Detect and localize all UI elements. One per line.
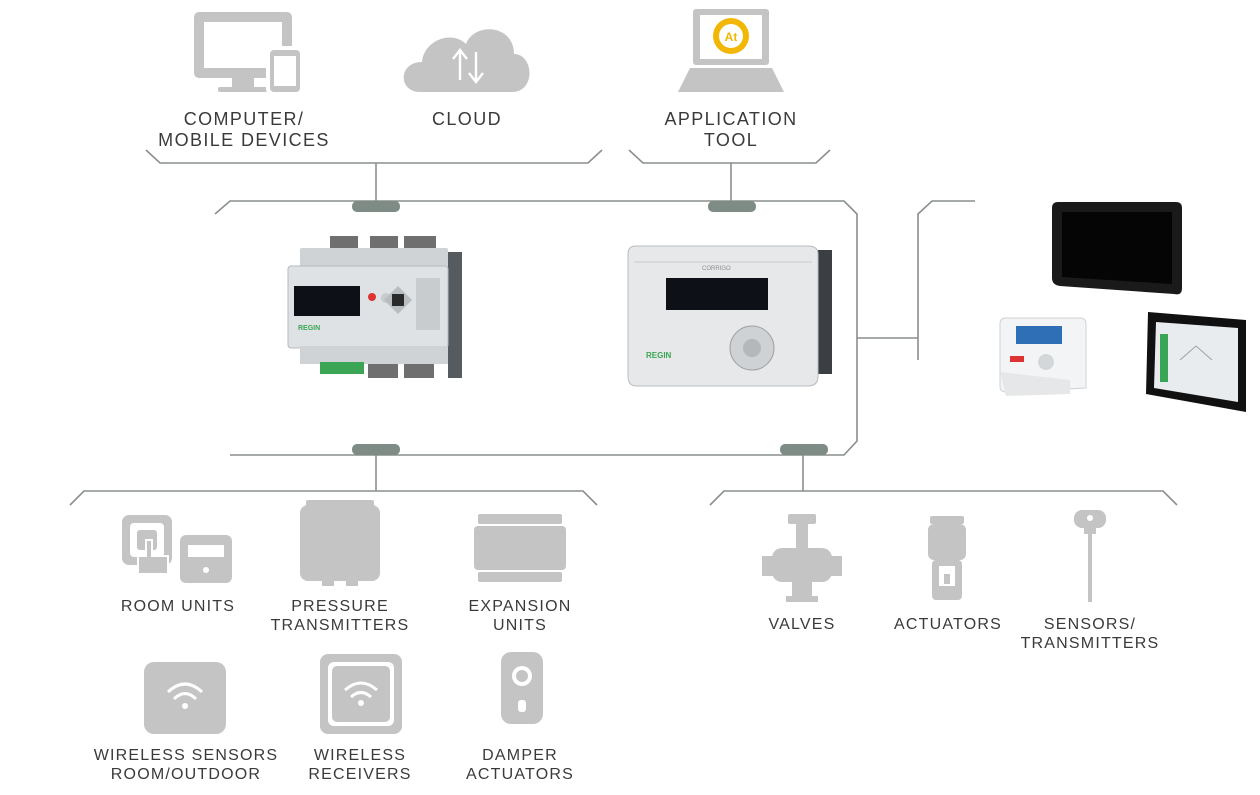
display-bracket <box>917 200 975 360</box>
bracket-top-right <box>628 149 831 164</box>
black-touch-panel-icon <box>1052 202 1182 295</box>
corrigo-model-text: CORRIGO <box>702 266 731 272</box>
pressure-transmitters-label-line-2: TRANSMITTERS <box>271 617 410 634</box>
sensor-probe-icon <box>1074 510 1106 602</box>
expansion-unit-icon <box>474 514 566 582</box>
corrigo-controller-icon: CORRIGO REGIN <box>627 245 832 387</box>
wireless-sensor-icon <box>144 662 226 734</box>
damper-actuators-label-line-1: DAMPER <box>482 747 558 764</box>
actuators-label: ACTUATORS <box>894 616 1002 633</box>
room-units-icon <box>122 515 232 583</box>
connector-tab-bottom-right <box>780 444 828 455</box>
connector-tab-bottom-left <box>352 444 400 455</box>
black-framed-touch-display-icon <box>1146 312 1246 412</box>
damper-actuators-label-line-2: ACTUATORS <box>466 766 574 783</box>
connector-tabs <box>352 201 828 455</box>
computer-label-line-1: COMPUTER/ <box>184 109 305 129</box>
expansion-units-label-line-1: EXPANSION <box>469 598 572 615</box>
application-tool-logo-text: At <box>725 30 738 44</box>
connector-tab-top-left <box>352 201 400 212</box>
actuator-icon <box>928 516 966 600</box>
wireless-sensors-label-line-1: WIRELESS SENSORS <box>94 747 279 764</box>
pressure-transmitters-label-line-1: PRESSURE <box>291 598 389 615</box>
damper-actuator-icon <box>501 652 543 724</box>
room-units-label: ROOM UNITS <box>121 598 235 615</box>
din-controller-brand: REGIN <box>298 325 320 332</box>
din-rail-controller-icon: REGIN <box>287 236 462 378</box>
wireless-receivers-label-line-2: RECEIVERS <box>308 766 411 783</box>
bracket-bottom-left <box>69 490 598 506</box>
sensors-transmitters-label-line-1: SENSORS/ <box>1044 616 1136 633</box>
sensors-transmitters-label-line-2: TRANSMITTERS <box>1021 635 1160 652</box>
bracket-top-left <box>145 149 603 164</box>
valves-label: VALVES <box>768 616 835 633</box>
white-room-display-icon <box>999 317 1087 396</box>
computer-label-line-2: MOBILE DEVICES <box>158 130 330 150</box>
pressure-transmitter-icon <box>300 500 380 586</box>
application-tool-label-line-2: TOOL <box>704 130 758 150</box>
upper-bus <box>214 200 858 456</box>
valve-icon <box>762 514 842 602</box>
corrigo-brand: REGIN <box>646 351 672 360</box>
cloud-upload-download-icon <box>403 29 530 93</box>
application-tool-label-line-1: APPLICATION <box>664 109 797 129</box>
laptop-application-tool-icon: At <box>678 9 784 92</box>
wireless-sensors-label-line-2: ROOM/OUTDOOR <box>111 766 261 783</box>
wireless-receiver-icon <box>320 654 402 734</box>
expansion-units-label-line-2: UNITS <box>493 617 547 634</box>
bracket-bottom-right <box>709 490 1178 506</box>
wireless-receivers-label-line-1: WIRELESS <box>314 747 406 764</box>
cloud-label: CLOUD <box>432 109 502 129</box>
monitor-and-phone-icon <box>194 12 304 94</box>
connection-lines <box>69 149 1178 506</box>
connector-tab-top-right <box>708 201 756 212</box>
